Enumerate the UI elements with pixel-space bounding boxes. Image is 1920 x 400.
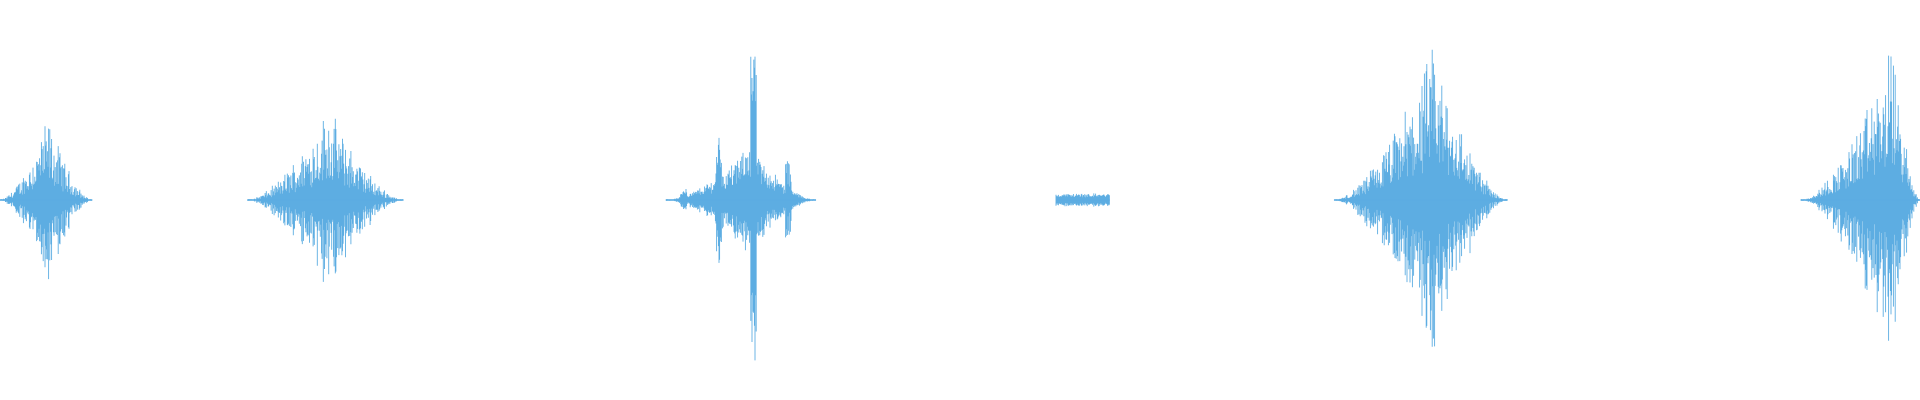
waveform-burst-1 [0,126,93,280]
waveform-burst-2 [247,118,404,282]
waveform-burst-3 [665,56,817,361]
waveform-burst-3-trace [665,56,817,361]
waveform-bursts [0,49,1920,361]
waveform-burst-6-trace [1800,55,1920,341]
waveform-burst-6 [1800,55,1920,341]
waveform-burst-5 [1333,49,1508,347]
waveform-burst-1-trace [0,126,93,280]
waveform-burst-5-trace [1333,49,1508,347]
waveform-burst-4 [1055,193,1110,207]
